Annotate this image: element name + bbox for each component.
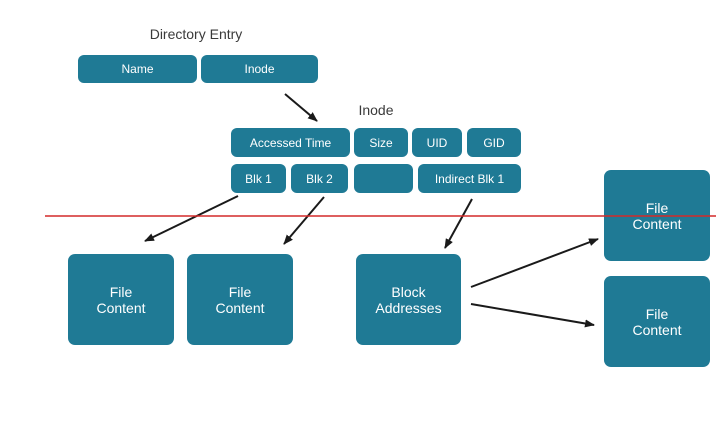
- arrow-indirect-to-block-addresses: [444, 198, 473, 249]
- file-content-block-3-line-2: Content: [632, 215, 682, 232]
- arrow-blk2-to-file-content-2: [283, 196, 325, 245]
- inode-size-field: Size: [354, 128, 408, 157]
- block-addresses-block: Block Addresses: [356, 254, 461, 345]
- file-content-block-2-line-2: Content: [215, 299, 265, 316]
- file-content-block-4-line-1: File: [645, 305, 669, 322]
- block-addresses-line-2: Addresses: [375, 299, 442, 316]
- directory-entry-title: Directory Entry: [149, 26, 243, 42]
- arrow-blk1-to-file-content-1: [144, 195, 239, 242]
- directory-entry-name-field: Name: [78, 55, 197, 83]
- inode-indirect-blk1-field: Indirect Blk 1: [418, 164, 521, 193]
- inode-blk1-field: Blk 1: [231, 164, 286, 193]
- file-content-block-1-line-2: Content: [96, 299, 146, 316]
- inode-empty-field: [354, 164, 413, 193]
- directory-entry-inode-field: Inode: [201, 55, 318, 83]
- file-content-block-1-line-1: File: [109, 283, 133, 300]
- file-content-block-3: File Content: [604, 170, 710, 261]
- block-addresses-line-1: Block: [391, 283, 426, 300]
- file-content-block-4-line-2: Content: [632, 321, 682, 338]
- file-content-block-4: File Content: [604, 276, 710, 367]
- inode-gid-field: GID: [467, 128, 521, 157]
- inode-blk2-field: Blk 2: [291, 164, 348, 193]
- file-content-block-3-line-1: File: [645, 199, 669, 216]
- inode-title: Inode: [358, 102, 394, 118]
- file-content-block-1: File Content: [68, 254, 174, 345]
- file-content-block-2: File Content: [187, 254, 293, 345]
- inode-accessed-time-field: Accessed Time: [231, 128, 350, 157]
- inode-uid-field: UID: [412, 128, 462, 157]
- file-content-block-2-line-1: File: [228, 283, 252, 300]
- arrow-block-addresses-to-file-content-4: [470, 303, 595, 328]
- arrow-directory-to-inode: [284, 93, 318, 122]
- arrow-block-addresses-to-file-content-3: [470, 238, 599, 288]
